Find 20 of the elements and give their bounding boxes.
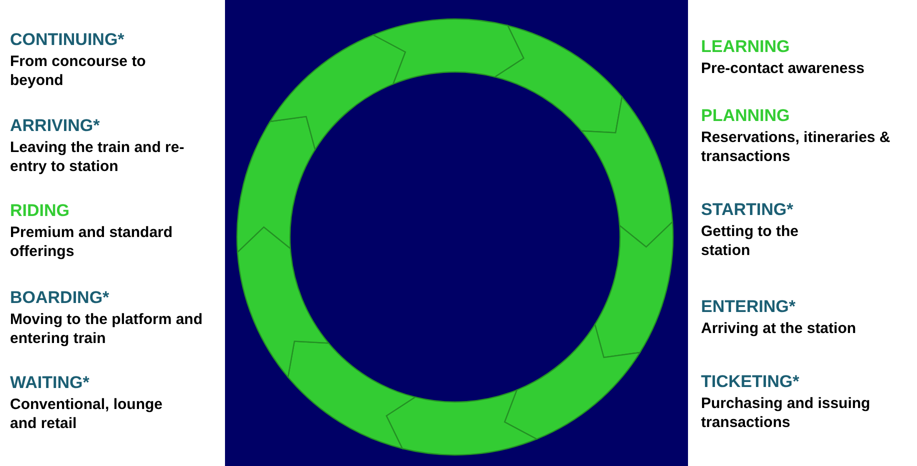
stage-heading: CONTINUING* xyxy=(10,30,124,49)
stage-description: Leaving the train and re-entry to station xyxy=(10,138,186,176)
stage-heading: TICKETING* xyxy=(701,372,800,391)
stage-heading: ENTERING* xyxy=(701,297,796,316)
stage-heading: STARTING* xyxy=(701,200,794,219)
stage-description: Getting to the station xyxy=(701,222,800,260)
stage-description: Arriving at the station xyxy=(701,319,856,338)
stage-heading: WAITING* xyxy=(10,373,90,392)
stage-heading: ARRIVING* xyxy=(10,116,100,135)
stage-description: Purchasing and issuing transactions xyxy=(701,394,872,432)
stage-description: Pre-contact awareness xyxy=(701,59,864,78)
stage-heading: LEARNING xyxy=(701,37,790,56)
stage-description: From concourse to beyond xyxy=(10,52,147,90)
stage-description: Reservations, itineraries & transactions xyxy=(701,128,892,166)
stage-heading: BOARDING* xyxy=(10,288,110,307)
stage-heading: PLANNING xyxy=(701,106,790,125)
stage-heading: RIDING xyxy=(10,201,70,220)
stage-description: Premium and standard offerings xyxy=(10,223,174,261)
stage-description: Moving to the platform and entering train xyxy=(10,310,204,348)
stage-description: Conventional, lounge and retail xyxy=(10,395,164,433)
